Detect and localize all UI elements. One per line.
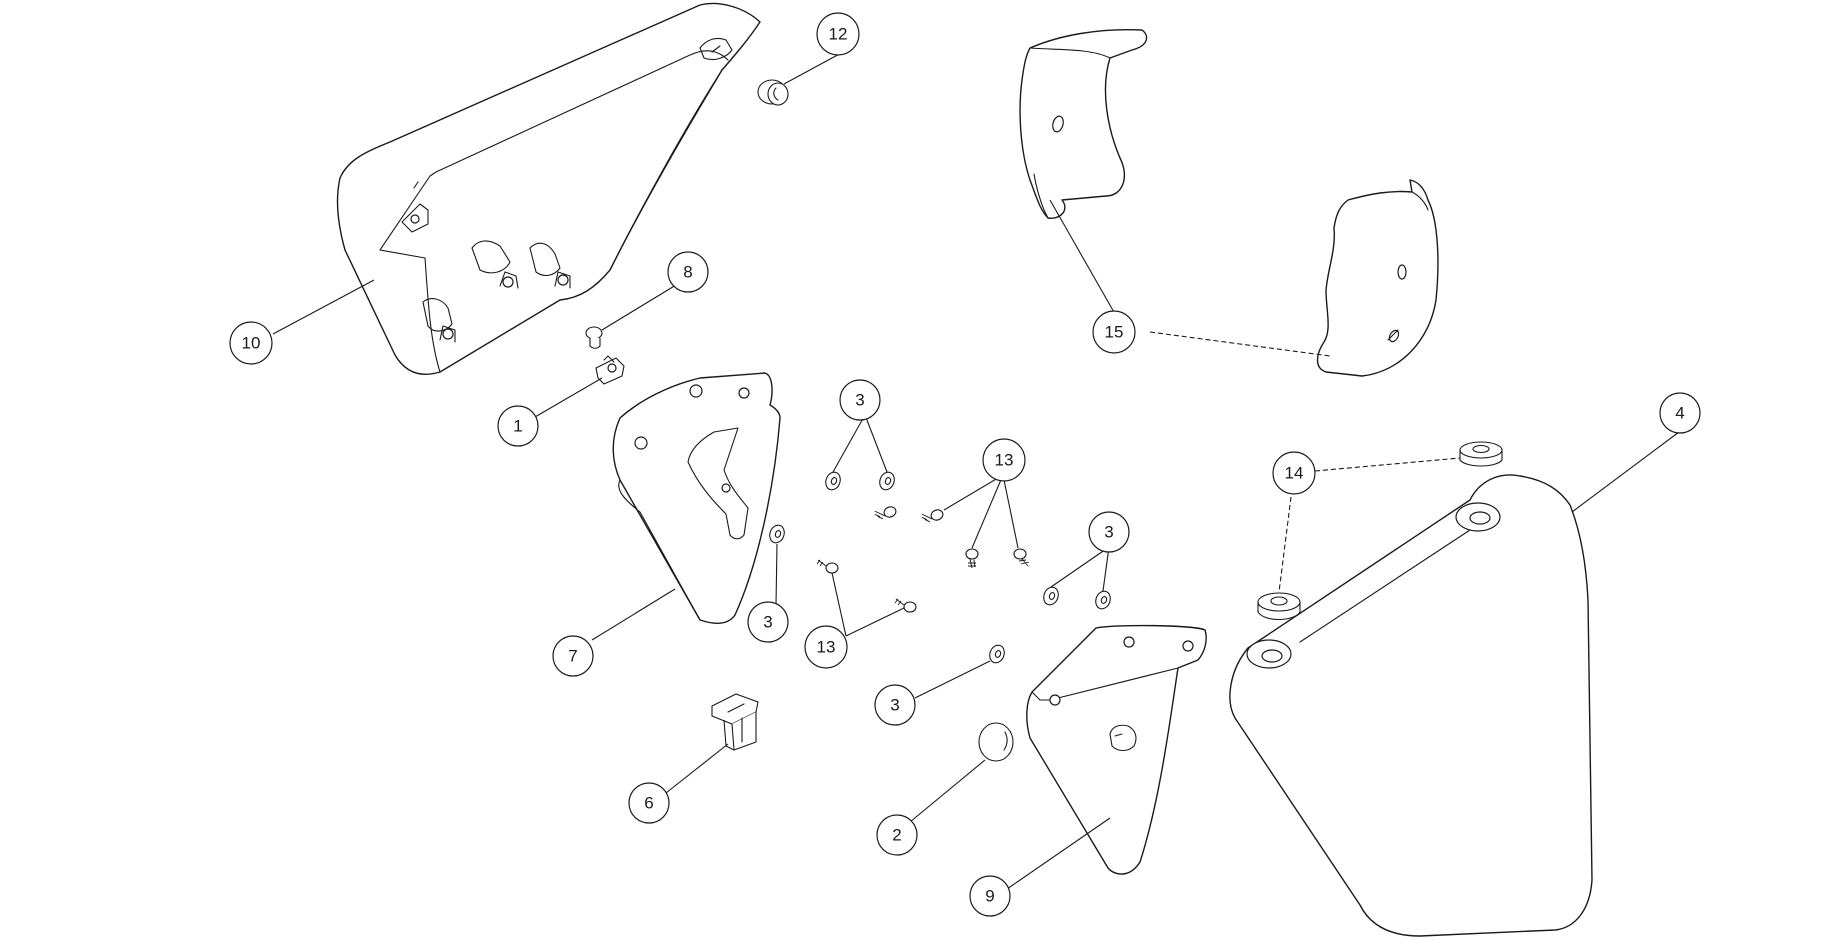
callout-8-label: 8 (683, 263, 692, 282)
part-6-connector (711, 693, 759, 751)
part-10-side-cover (336, 2, 761, 375)
leader-lines (272, 44, 1688, 890)
part-8-nut (585, 326, 603, 349)
part-14-grommet-top (1459, 441, 1503, 467)
callout-2-label: 2 (892, 826, 901, 845)
callout-14-label: 14 (1285, 464, 1304, 483)
callout-12: 12 (816, 12, 860, 56)
part-9-bracket (1026, 624, 1207, 875)
callout-13a-label: 13 (995, 451, 1014, 470)
callout-3c-label: 3 (1104, 523, 1113, 542)
callout-6-label: 6 (644, 794, 653, 813)
callout-15-label: 15 (1105, 323, 1124, 342)
callout-12-label: 12 (829, 25, 848, 44)
part-12-grommet (757, 79, 789, 106)
part-7-bracket (612, 372, 781, 624)
callout-4-label: 4 (1675, 404, 1684, 423)
part-14-grommet-bottom (1257, 592, 1301, 621)
callout-3b-label: 3 (763, 613, 772, 632)
callout-7-label: 7 (568, 647, 577, 666)
callout-1-label: 1 (513, 417, 522, 436)
callout-9-label: 9 (985, 887, 994, 906)
callout-15: 15 (1092, 310, 1136, 354)
part-2-plug (978, 722, 1014, 762)
callout-3a-label: 3 (855, 391, 864, 410)
callout-3d-label: 3 (890, 696, 899, 715)
callout-9: 9 (969, 875, 1011, 917)
callout-6: 6 (628, 782, 670, 824)
callout-4: 4 (1659, 392, 1701, 434)
part-1-clip (595, 355, 625, 385)
callout-2: 2 (876, 814, 918, 856)
part-13-screws (816, 506, 1030, 613)
part-3-washers (769, 471, 1111, 664)
callout-10: 10 (229, 321, 273, 365)
callout-13b-label: 13 (817, 638, 836, 657)
callout-3c: 3 (1088, 511, 1130, 553)
callout-14: 14 (1272, 451, 1316, 495)
part-15-guard-lower (1316, 179, 1439, 377)
callout-3d: 3 (874, 684, 916, 726)
callout-8: 8 (667, 251, 709, 293)
callout-3b: 3 (747, 601, 789, 643)
callout-13b: 13 (804, 625, 848, 669)
part-15-guard-upper (1019, 28, 1148, 219)
callout-7: 7 (552, 635, 594, 677)
callout-10-label: 10 (242, 334, 261, 353)
callout-13a: 13 (982, 438, 1026, 482)
callout-3a: 3 (839, 379, 881, 421)
part-4-side-panel (1229, 474, 1593, 937)
callout-1: 1 (497, 405, 539, 447)
